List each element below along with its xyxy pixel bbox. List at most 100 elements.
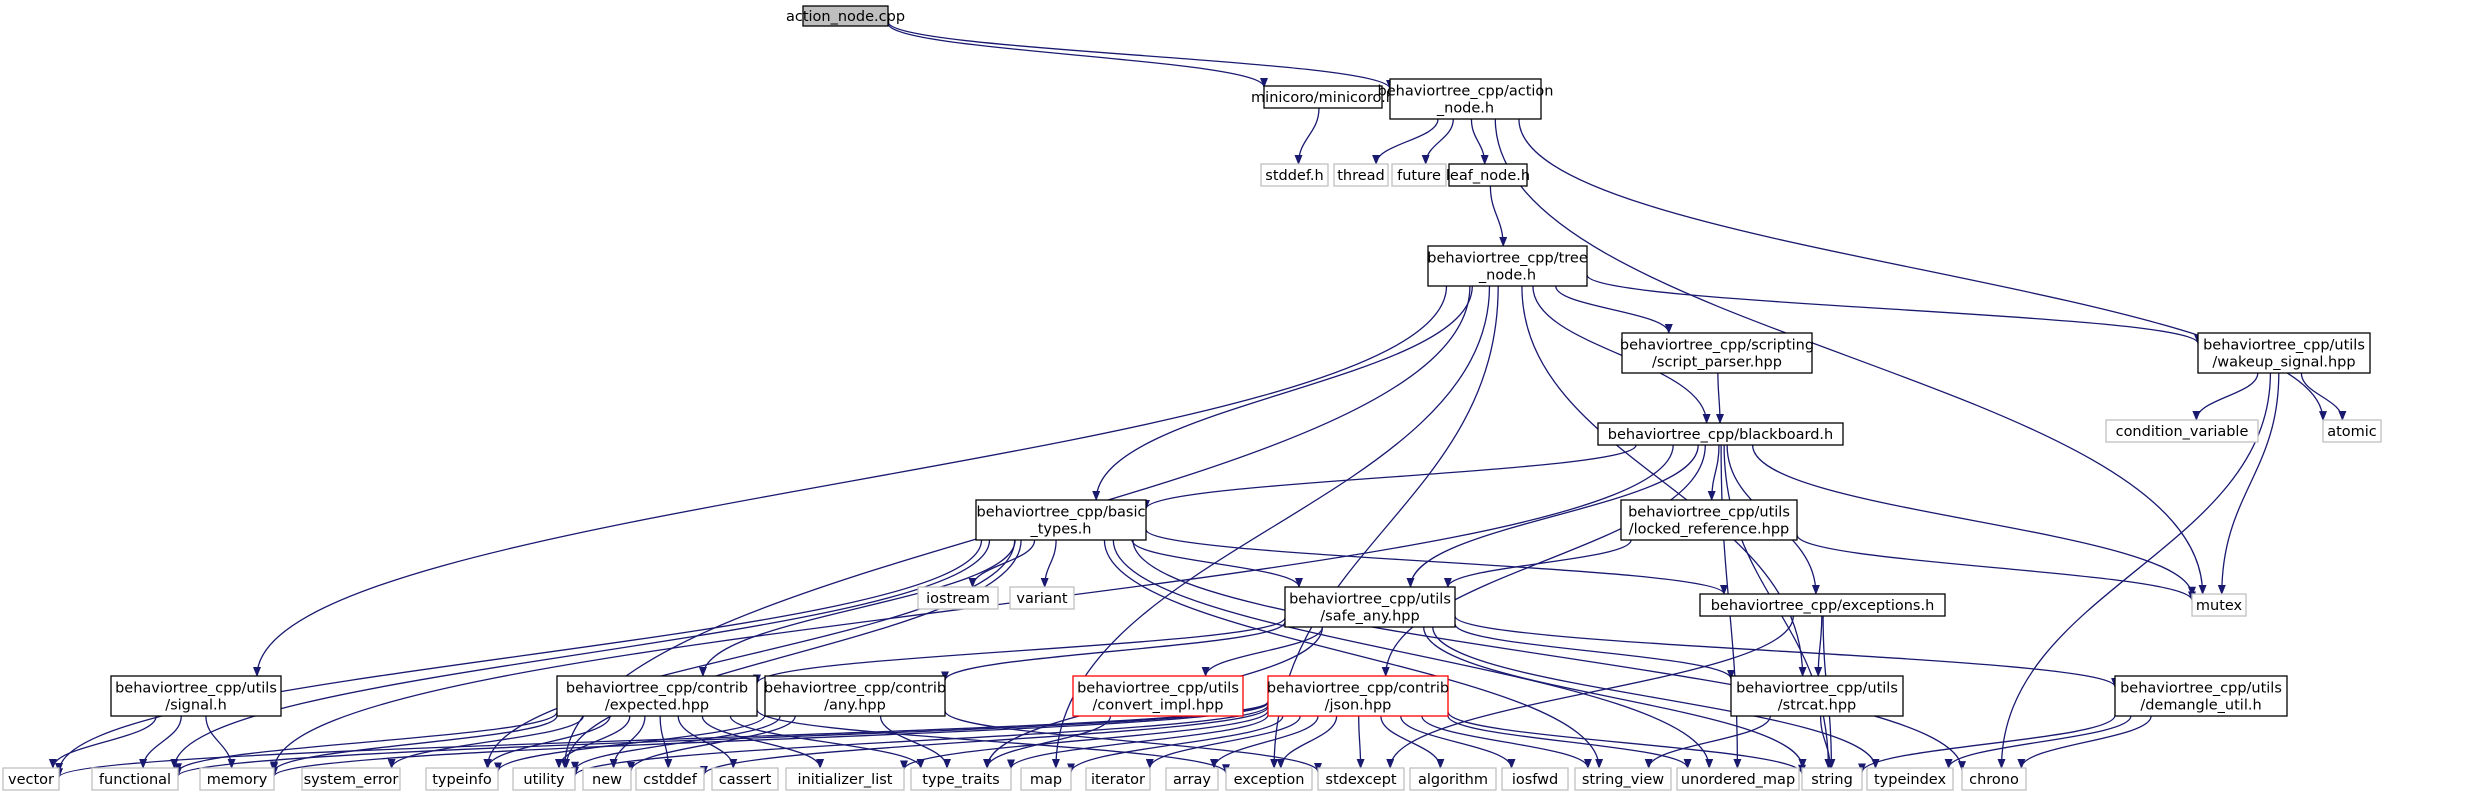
edge-expected-to-memory [270, 715, 558, 773]
node-label: /locked_reference.hpp [1629, 522, 1789, 538]
edge-json_hpp-to-string_view [1421, 715, 1592, 769]
node-convert-impl[interactable]: behaviortree_cpp/utils/convert_impl.hpp [1072, 675, 1244, 717]
node-future[interactable]: future [1391, 163, 1447, 187]
node-any-hpp[interactable]: behaviortree_cpp/contrib/any.hpp [764, 675, 946, 717]
node-box [1072, 675, 1244, 717]
node-stddef-h[interactable]: stddef.h [1260, 163, 1329, 187]
node-algorithm[interactable]: algorithm [1409, 767, 1497, 791]
node-label: /convert_impl.hpp [1093, 698, 1224, 714]
node-condition-variable[interactable]: condition_variable [2105, 419, 2259, 443]
node-box [556, 675, 758, 717]
edge-json_hpp-to-type_traits [1007, 714, 1269, 770]
node-iostream[interactable]: iostream [917, 586, 999, 610]
node-system-error[interactable]: system_error [301, 767, 401, 791]
node-string[interactable]: string [1801, 767, 1863, 791]
node-label: /demangle_util.h [2140, 698, 2261, 714]
edge-json_hpp-to-exception [1276, 715, 1338, 769]
edge-expected-to-cstddef [659, 715, 673, 769]
node-exception[interactable]: exception [1225, 767, 1313, 791]
node-script-parser[interactable]: behaviortree_cpp/scripting/script_parser… [1620, 332, 1814, 374]
node-utility[interactable]: utility [512, 767, 576, 791]
edge-safe_any-to-any_hpp [941, 621, 1286, 682]
node-atomic[interactable]: atomic [2322, 419, 2382, 443]
node-chrono[interactable]: chrono [1961, 767, 2027, 791]
edge-tree_node-to-signal_h [253, 285, 1448, 677]
node-json-hpp[interactable]: behaviortree_cpp/contrib/json.hpp [1267, 675, 1449, 717]
node-new[interactable]: new [582, 767, 632, 791]
node-unordered-map[interactable]: unordered_map [1676, 767, 1800, 791]
node-label: /safe_any.hpp [1320, 609, 1419, 625]
node-initializer-list[interactable]: initializer_list [785, 767, 905, 791]
node-minicoro[interactable]: minicoro/minicoro.h [1251, 85, 1395, 109]
node-mutex[interactable]: mutex [2191, 593, 2247, 617]
node-functional[interactable]: functional [91, 767, 179, 791]
edge-json_hpp-to-utility [571, 704, 1269, 777]
node-box [512, 767, 576, 791]
node-action-node-h[interactable]: behaviortree_cpp/action_node.h [1378, 78, 1554, 120]
node-iosfwd[interactable]: iosfwd [1501, 767, 1569, 791]
node-demangle[interactable]: behaviortree_cpp/utils/demangle_util.h [2114, 675, 2288, 717]
node-cstddef[interactable]: cstddef [635, 767, 705, 791]
node-array[interactable]: array [1165, 767, 1219, 791]
node-box [1501, 767, 1569, 791]
node-label: vector [8, 772, 54, 788]
node-safe-any[interactable]: behaviortree_cpp/utils/safe_any.hpp [1284, 586, 1456, 628]
edge-json_hpp-to-stdexcept [1356, 715, 1365, 769]
node-label: atomic [2327, 424, 2377, 440]
node-label: /signal.h [165, 698, 227, 714]
node-signal-h[interactable]: behaviortree_cpp/utils/signal.h [110, 675, 282, 717]
node-strcat[interactable]: behaviortree_cpp/utils/strcat.hpp [1730, 675, 1904, 717]
node-iterator[interactable]: iterator [1085, 767, 1151, 791]
node-box [1333, 163, 1389, 187]
node-label: system_error [304, 772, 399, 788]
node-expected[interactable]: behaviortree_cpp/contrib/expected.hpp [556, 675, 758, 717]
node-thread[interactable]: thread [1333, 163, 1389, 187]
node-label: functional [99, 772, 171, 788]
node-cassert[interactable]: cassert [711, 767, 779, 791]
node-box [2322, 419, 2382, 443]
node-stdexcept[interactable]: stdexcept [1317, 767, 1405, 791]
edge-any_hpp-to-new [627, 715, 796, 772]
node-box [1801, 767, 1863, 791]
edge-safe_any-to-expected [753, 617, 1286, 685]
node-variant[interactable]: variant [1009, 586, 1075, 610]
edge-action_node_h-to-future [1421, 118, 1454, 165]
node-typeinfo[interactable]: typeinfo [425, 767, 499, 791]
edge-basic_types-to-string_view [1103, 539, 1604, 769]
node-basic-types[interactable]: behaviortree_cpp/basic_types.h [975, 499, 1147, 541]
node-label: minicoro/minicoro.h [1251, 90, 1395, 106]
edge-safe_any-to-demangle [1454, 615, 2119, 688]
node-tree-node[interactable]: behaviortree_cpp/tree_node.h [1427, 245, 1588, 287]
edge-json_hpp-to-initializer_list [900, 710, 1269, 771]
node-label: type_traits [922, 772, 999, 788]
node-label: stdexcept [1325, 772, 1397, 788]
edge-wakeup_signal-to-condition_variable [2192, 372, 2259, 421]
node-box [110, 675, 282, 717]
node-label: string_view [1582, 772, 1664, 788]
node-map[interactable]: map [1020, 767, 1072, 791]
node-label: unordered_map [1681, 772, 1795, 788]
node-type-traits[interactable]: type_traits [910, 767, 1012, 791]
edge-layer [48, 21, 2347, 779]
node-wakeup-signal[interactable]: behaviortree_cpp/utils/wakeup_signal.hpp [2197, 332, 2371, 374]
node-root[interactable]: action_node.cpp [786, 5, 905, 27]
node-memory[interactable]: memory [199, 767, 275, 791]
edge-locked_reference-to-safe_any [1443, 539, 1632, 588]
node-blackboard[interactable]: behaviortree_cpp/blackboard.h [1597, 422, 1844, 446]
node-box [1409, 767, 1497, 791]
node-label: iosfwd [1512, 772, 1558, 788]
node-exceptions[interactable]: behaviortree_cpp/exceptions.h [1699, 593, 1946, 617]
edge-json_hpp-to-string [1447, 711, 1806, 775]
edge-blackboard-to-mutex [1751, 444, 2196, 597]
node-locked-reference[interactable]: behaviortree_cpp/utils/locked_reference.… [1620, 499, 1798, 541]
node-typeindex[interactable]: typeindex [1866, 767, 1954, 791]
edge-action_node_h-to-atomic [1518, 118, 2327, 422]
edge-basic_types-to-exceptions [1145, 528, 1728, 595]
node-box [2, 767, 60, 791]
edge-signal_h-to-vector [48, 715, 157, 769]
node-box [1574, 767, 1672, 791]
node-leaf-node[interactable]: leaf_node.h [1446, 163, 1530, 187]
node-string-view[interactable]: string_view [1574, 767, 1672, 791]
node-label: behaviortree_cpp/utils [115, 681, 277, 697]
node-vector[interactable]: vector [2, 767, 60, 791]
